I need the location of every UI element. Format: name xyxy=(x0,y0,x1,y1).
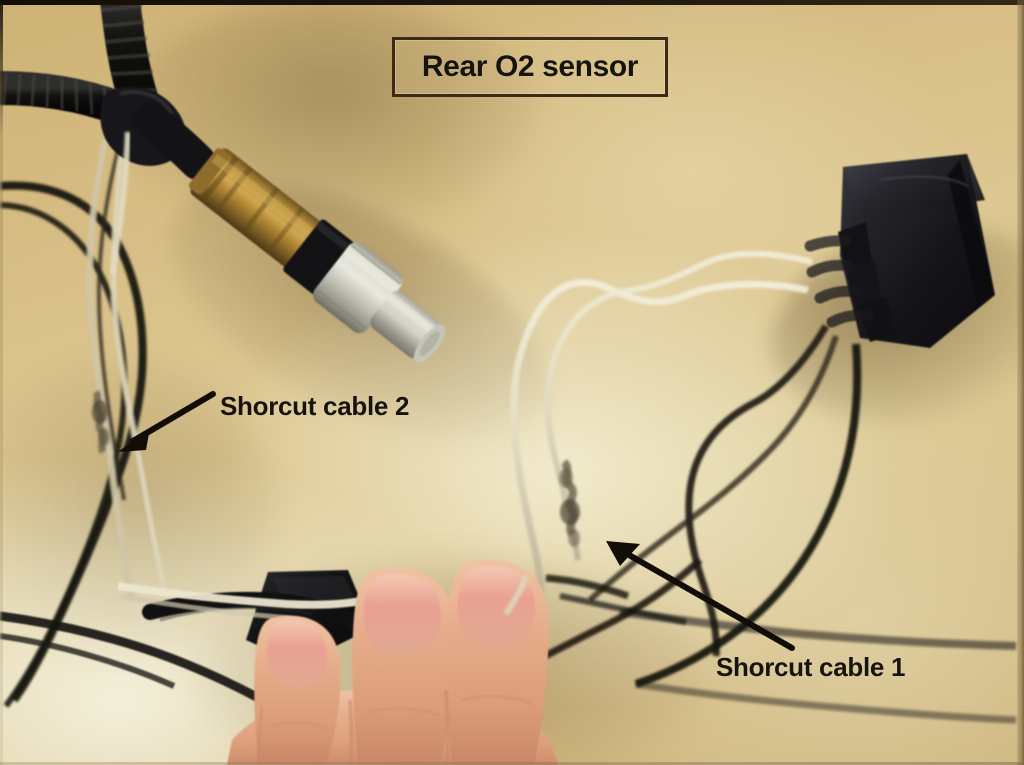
frame-edge-top xyxy=(0,0,1024,5)
corrugated-harness-sleeve xyxy=(0,0,216,180)
label-shorcut-cable-2: Shorcut cable 2 xyxy=(220,391,410,421)
frame-edge-bottom xyxy=(0,762,1024,765)
left-wire-bundle xyxy=(0,139,169,708)
label-shorcut-cable-1: Shorcut cable 1 xyxy=(716,652,906,682)
frame-edge-right xyxy=(1017,0,1024,765)
wire-at-fingertips xyxy=(503,574,687,625)
splice-cable-2 xyxy=(92,390,110,454)
human-hand-fingers xyxy=(227,559,559,765)
sensor-white-lead xyxy=(109,131,131,275)
title-box: Rear O2 sensor xyxy=(392,37,668,97)
o2-sensor xyxy=(188,148,446,363)
black-connector-plug xyxy=(804,154,995,348)
title-text: Rear O2 sensor xyxy=(421,50,639,83)
arrow-to-cable-1 xyxy=(606,541,795,651)
splice-cable-1 xyxy=(559,459,580,547)
arrow-to-cable-2 xyxy=(118,391,216,452)
frame-edge-left xyxy=(0,0,3,765)
